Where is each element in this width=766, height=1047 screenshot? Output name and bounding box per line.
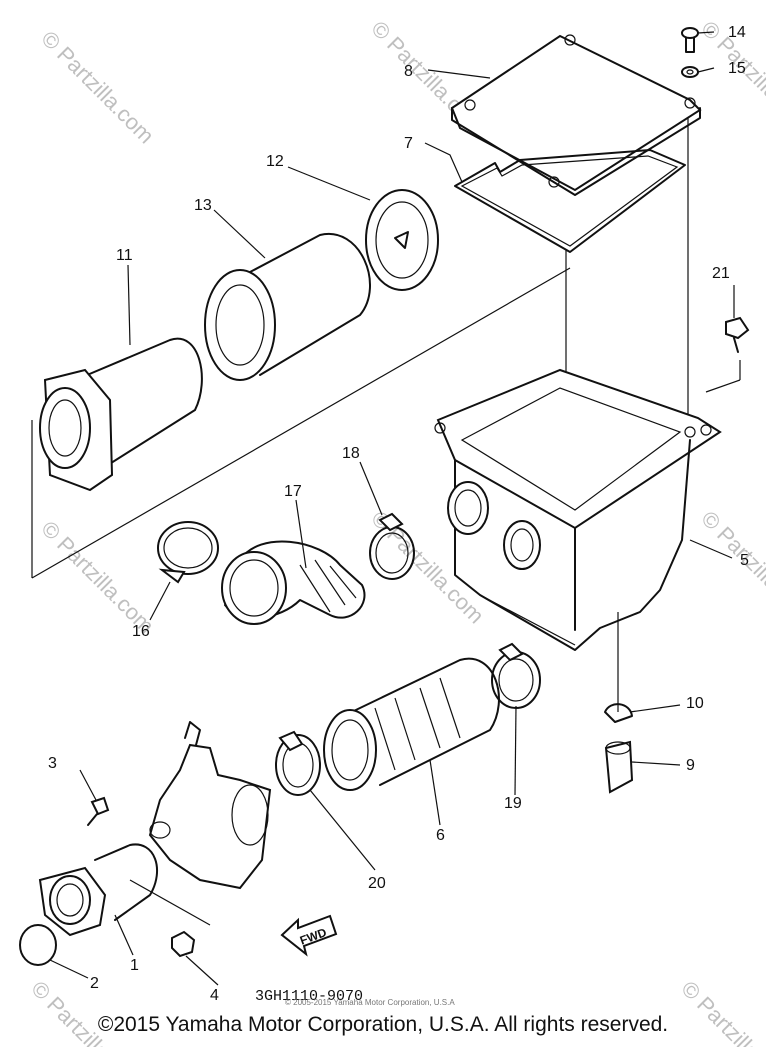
callout-5: 5 — [740, 552, 749, 569]
airbox-cover — [450, 34, 702, 196]
callout-4: 4 — [210, 987, 219, 1004]
callout-21: 21 — [712, 265, 730, 282]
carburetor — [148, 721, 272, 890]
callout-6: 6 — [436, 827, 445, 844]
callout-1: 1 — [130, 957, 139, 974]
callout-19: 19 — [504, 795, 522, 812]
callout-18: 18 — [342, 445, 360, 462]
watermark-layer: © Partzilla.com © Partzilla.com © Partzi… — [26, 16, 766, 1047]
callout-20: 20 — [368, 875, 386, 892]
nut-4 — [171, 930, 196, 958]
callout-16: 16 — [132, 623, 150, 640]
drawing-code: 3GH1110-9070 — [255, 988, 363, 1005]
screw-14 — [681, 27, 699, 53]
watermark: © Partzilla.com — [696, 506, 766, 629]
intake-joint-17 — [221, 540, 366, 625]
bolt-3 — [87, 796, 110, 826]
callout-12: 12 — [266, 153, 284, 170]
callout-8: 8 — [404, 63, 413, 80]
intake-manifold-1 — [38, 843, 159, 937]
callout-9: 9 — [686, 757, 695, 774]
cover-gasket — [454, 149, 686, 253]
copyright-notice: ©2015 Yamaha Motor Corporation, U.S.A. A… — [97, 1013, 669, 1036]
fwd-arrow: FWD — [280, 914, 338, 957]
o-ring-2 — [19, 924, 57, 966]
clip-10 — [604, 703, 633, 723]
callout-10: 10 — [686, 695, 704, 712]
element-cap-12 — [365, 189, 439, 291]
bolt-21 — [725, 316, 750, 353]
element-guide-11 — [39, 337, 203, 492]
callout-17: 17 — [284, 483, 302, 500]
callout-13: 13 — [194, 197, 212, 214]
callout-11: 11 — [116, 247, 133, 264]
carb-joint-6 — [323, 657, 500, 791]
hose-clamp-20 — [275, 730, 321, 796]
hose-clamp-18 — [369, 512, 415, 580]
watermark: © Partzilla.com — [36, 516, 159, 639]
callout-labels: 8 7 14 15 21 5 10 9 11 13 12 17 18 16 6 … — [48, 24, 749, 1004]
small-copyright-notice: © 2005-2015 Yamaha Motor Corporation, U.… — [285, 998, 455, 1007]
drain-cap-9 — [604, 740, 634, 794]
watermark: © Partzilla.com — [36, 26, 159, 149]
hose-clamp-16 — [157, 521, 219, 584]
callout-14: 14 — [728, 24, 746, 41]
callout-3: 3 — [48, 755, 57, 772]
airbox-case — [434, 368, 722, 651]
leader-lines — [49, 31, 735, 986]
filter-element-13 — [204, 232, 371, 381]
callout-15: 15 — [728, 60, 746, 77]
callout-2: 2 — [90, 975, 99, 992]
washer-15 — [681, 66, 699, 78]
callout-7: 7 — [404, 135, 413, 152]
